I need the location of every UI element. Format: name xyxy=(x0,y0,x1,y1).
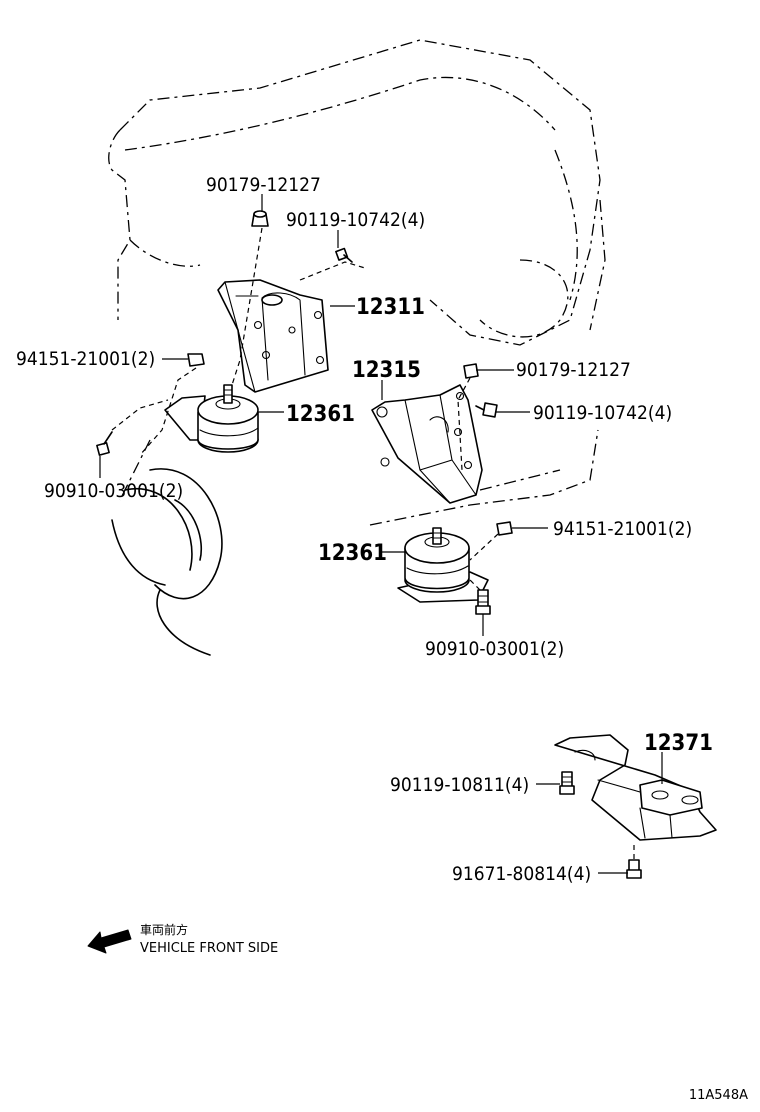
nut-90179-upper[interactable] xyxy=(251,210,269,227)
callout-bracket-12371: 12371 xyxy=(644,731,713,756)
callout-bracket-12315: 12315 xyxy=(352,358,421,383)
callout-insulator-upper: 12361 xyxy=(286,402,355,427)
assembly-lines-lower xyxy=(457,377,499,591)
callout-insulator-lower: 12361 xyxy=(318,541,387,566)
leader-lines xyxy=(99,194,663,874)
direction-label-en: VEHICLE FRONT SIDE xyxy=(140,941,278,956)
bolt-91671-80814[interactable] xyxy=(626,845,642,879)
direction-label-jp: 車両前方 xyxy=(140,922,188,937)
transmission-outline xyxy=(111,439,223,656)
arrow-left-down-icon xyxy=(87,929,132,954)
nut-94151-left[interactable] xyxy=(187,353,205,367)
insulator-12361-upper[interactable] xyxy=(164,384,259,453)
bracket-12311[interactable] xyxy=(217,279,329,393)
callout-bolt-lower-mid: 90910-03001(2) xyxy=(425,638,564,660)
nut-90179-right[interactable] xyxy=(463,363,479,379)
bolt-90910-mid[interactable] xyxy=(475,589,491,615)
engine-outline xyxy=(108,39,606,526)
callout-labels: 90179-12127 90119-10742(4) 12311 94151-2… xyxy=(16,174,713,885)
callout-bolt-upper-left: 90119-10742(4) xyxy=(286,209,425,231)
bolt-90119-10811[interactable] xyxy=(559,771,575,795)
bolt-90119-right[interactable] xyxy=(475,402,498,418)
insulator-12361-lower[interactable] xyxy=(397,527,489,603)
callout-nut-left: 94151-21001(2) xyxy=(16,348,155,370)
callout-bolt-rear-bottom: 91671-80814(4) xyxy=(452,863,591,885)
callout-bolt-rear-mount: 90119-10811(4) xyxy=(390,774,529,796)
diagram-code: 11A548A xyxy=(689,1088,748,1103)
assembly-lines-upper xyxy=(111,227,366,456)
bolt-90910-left[interactable] xyxy=(96,431,113,456)
callout-bolt-lower-left: 90910-03001(2) xyxy=(44,480,183,502)
bolt-90119-upper[interactable] xyxy=(335,247,353,263)
callout-bracket-12311: 12311 xyxy=(356,295,425,320)
nut-94151-right[interactable] xyxy=(496,521,513,536)
bracket-12315[interactable] xyxy=(371,384,483,504)
callout-nut-right: 94151-21001(2) xyxy=(553,518,692,540)
callout-nut-upper-left: 90179-12127 xyxy=(206,174,321,196)
callout-bolt-mid-right: 90119-10742(4) xyxy=(533,402,672,424)
vehicle-front-indicator: 車両前方 VEHICLE FRONT SIDE xyxy=(87,922,278,956)
callout-nut-mid-right: 90179-12127 xyxy=(516,359,631,381)
bracket-12371[interactable] xyxy=(554,734,717,841)
